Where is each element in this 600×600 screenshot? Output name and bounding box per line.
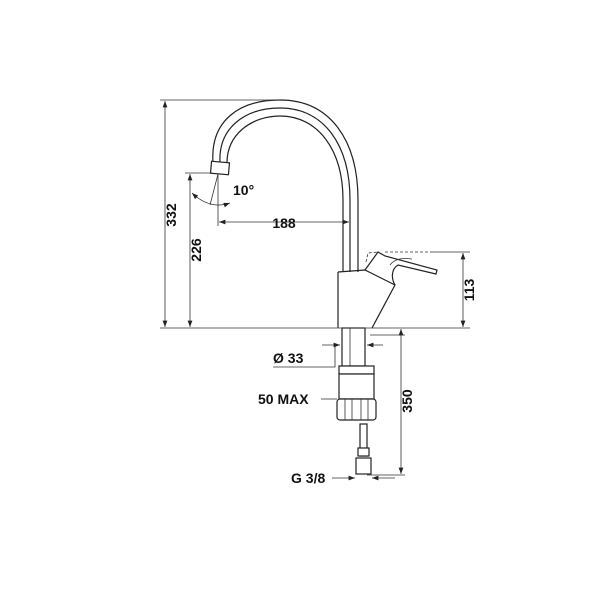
label-diameter: Ø 33 — [273, 350, 304, 366]
mounting-shank — [336, 327, 377, 421]
label-50-max: 50 MAX — [258, 391, 309, 407]
label-350: 350 — [399, 389, 415, 413]
label-332: 332 — [163, 203, 179, 227]
dim-angle — [191, 192, 231, 208]
supply-hose — [355, 423, 372, 475]
dim-diameter — [273, 345, 340, 368]
spout — [209, 99, 359, 272]
lever — [364, 251, 438, 286]
label-10-deg: 10° — [233, 182, 254, 198]
label-113: 113 — [461, 278, 477, 301]
label-g38: G 3/8 — [291, 470, 325, 486]
label-226: 226 — [188, 238, 204, 262]
faucet-body — [337, 269, 396, 329]
label-188: 188 — [272, 215, 296, 231]
